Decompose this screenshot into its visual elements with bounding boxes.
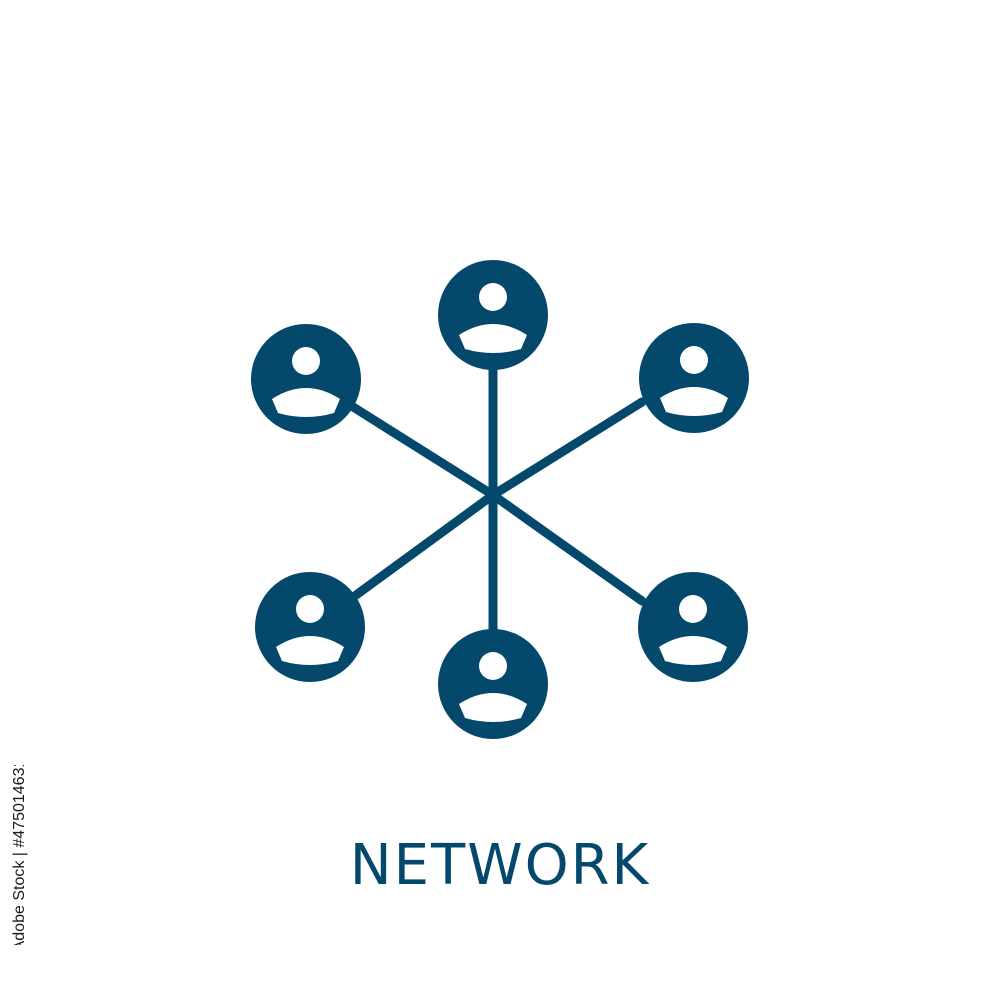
stock-id-text: Adobe Stock | #475014631	[11, 765, 28, 945]
hub-connection-lines	[345, 365, 647, 635]
user-node-top-right	[639, 323, 749, 433]
user-node-bottom-right	[638, 572, 748, 682]
user-node-top-left	[251, 324, 361, 434]
caption-network: NETWORK	[349, 833, 651, 898]
stock-id-label: Adobe Stock | #475014631	[0, 765, 40, 945]
user-node-bottom	[438, 629, 548, 739]
user-node-bottom-left	[255, 572, 365, 682]
user-node-top	[438, 260, 548, 370]
